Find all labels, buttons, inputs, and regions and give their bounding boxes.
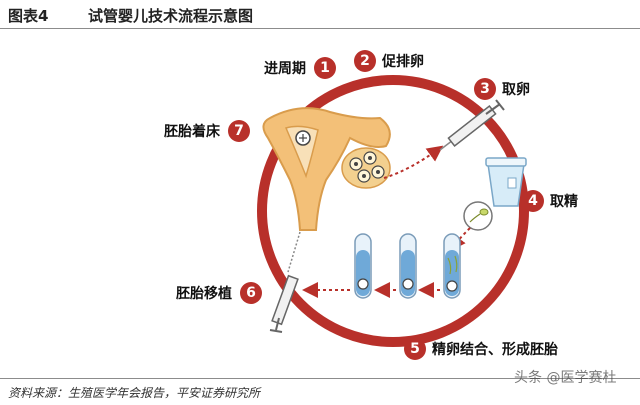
step-5-label: 精卵结合、形成胚胎: [432, 342, 558, 358]
test-tube-1: [354, 233, 372, 299]
cycle-ring: [257, 75, 529, 347]
step-2-label: 促排卵: [382, 54, 424, 70]
step-3-number: 3: [474, 78, 496, 100]
step-5-fertilization: 5 精卵结合、形成胚胎: [404, 338, 558, 360]
test-tube-2: [399, 233, 417, 299]
ovary-eggs: [341, 147, 391, 189]
figure-label: 图表4: [8, 7, 49, 25]
test-tube-3: [443, 233, 461, 299]
watermark-text: 头条 @医学赛杜: [514, 370, 617, 386]
step-4-number: 4: [522, 190, 544, 212]
retrieval-syringe: [439, 99, 505, 151]
step-1-number: 1: [314, 57, 336, 79]
step-3-label: 取卵: [502, 82, 530, 98]
step-6-number: 6: [240, 282, 262, 304]
step-2-ovulation-induction: 2 促排卵: [354, 50, 424, 72]
step-4-label: 取精: [550, 194, 578, 210]
step-5-number: 5: [404, 338, 426, 360]
step-6-label: 胚胎移植: [176, 286, 232, 302]
footer-rule: [0, 378, 640, 379]
figure-title: 试管婴儿技术流程示意图: [88, 7, 254, 25]
step-1-label: 进周期: [264, 61, 306, 77]
source-note: 资料来源：生殖医学年会报告，平安证券研究所: [8, 386, 261, 400]
step-3-egg-retrieval: 3 取卵: [474, 78, 530, 100]
step-4-sperm-collection: 4 取精: [522, 190, 578, 212]
uterus-illustration: [262, 107, 391, 231]
step-2-number: 2: [354, 50, 376, 72]
step-7-label: 胚胎着床: [164, 124, 220, 140]
step-7-implantation: 胚胎着床 7: [164, 120, 250, 142]
step-6-embryo-transfer: 胚胎移植 6: [176, 282, 262, 304]
arrow-ovary-to-syringe: [383, 145, 444, 179]
watermark: 头条 @医学赛杜: [514, 367, 616, 387]
step-1-start-cycle: 进周期 1: [264, 57, 336, 79]
header-rule: [0, 28, 640, 29]
sperm-bubble: [463, 201, 493, 231]
step-7-number: 7: [228, 120, 250, 142]
transfer-syringe: [269, 231, 301, 333]
sperm-cup: [485, 157, 527, 207]
figure-header: 图表4 试管婴儿技术流程示意图: [0, 0, 640, 28]
